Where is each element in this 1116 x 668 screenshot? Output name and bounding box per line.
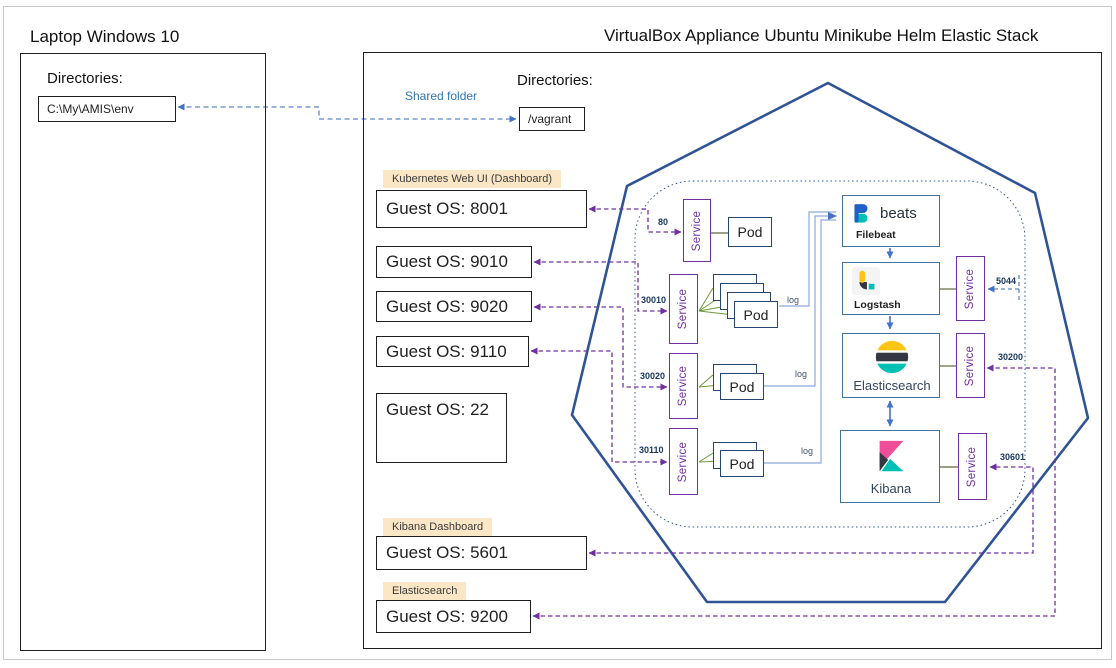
log-line-30110 [764,219,836,464]
pod-dashboard-label: Pod [737,224,763,240]
guest-port-9200-label: Guest OS: 9200 [386,606,508,626]
host-title: Laptop Windows 10 [30,27,180,46]
log-label-1: log [787,295,800,305]
beats-brand: beats [880,205,917,222]
service-30020-label: Service [677,365,690,407]
connector-8001-dashboard [588,205,682,236]
guest-port-8001-label: Guest OS: 8001 [386,199,508,218]
guest-port-5601-label: Guest OS: 5601 [386,543,508,562]
port-30110-label: 30110 [639,445,664,455]
host-path-box: C:\My\AMIS\env [38,96,176,122]
port-5044-label: 5044 [996,276,1017,286]
kibana-dashboard-tag: Kibana Dashboard [383,518,493,536]
vagrant-path: /vagrant [528,112,572,126]
kibana-name: Kibana [870,481,912,496]
filebeat-name: Filebeat [856,229,896,241]
pod-stack-b-front: Pod [720,373,764,400]
service-logstash-label: Service [964,268,977,309]
service-30010: Service [669,274,698,344]
guest-port-9200: Guest OS: 9200 [376,600,531,633]
vagrant-box: /vagrant [519,107,585,131]
guest-port-9020-label: Guest OS: 9020 [386,296,508,316]
service-dashboard: Service [683,199,711,262]
elasticsearch-logo-icon [875,340,909,374]
elasticsearch-name: Elasticsearch [853,378,931,393]
logstash-logo-icon [851,266,881,296]
service-logstash: Service [956,256,985,321]
logstash-name: Logstash [854,299,901,311]
service-elasticsearch-label: Service [964,345,977,386]
guest-port-9110-label: Guest OS: 9110 [386,341,507,361]
log-line-30010 [779,211,836,307]
service-kibana-label: Service [966,446,979,487]
guest-port-9020: Guest OS: 9020 [376,291,532,322]
guest-port-8001: Guest OS: 8001 [376,190,587,228]
page-frame [3,6,1112,660]
elasticsearch-tag: Elasticsearch [383,582,467,600]
vm-title: VirtualBox Appliance Ubuntu Minikube Hel… [604,26,1039,45]
port-30010-label: 30010 [641,295,667,305]
log-line-30020 [764,212,837,387]
port-30200-label: 30200 [998,352,1024,362]
pod-stack-b-label: Pod [729,378,755,395]
service-30110-label: Service [677,441,690,482]
port-30020-label: 30020 [640,371,666,381]
filebeat-box: beats Filebeat [842,195,940,247]
guest-port-9110: Guest OS: 9110 [376,336,529,367]
fan-30010-pods [698,287,735,316]
guest-port-5601: Guest OS: 5601 [376,536,587,570]
vm-box [363,52,1102,649]
log-label-2: log [795,369,808,379]
connector-shared-folder [177,103,517,123]
host-box [20,53,266,651]
service-30020: Service [669,353,698,419]
guest-port-9010-label: Guest OS: 9010 [386,252,508,271]
log-label-3: log [801,446,814,456]
guest-port-22-label: Guest OS: 22 [386,400,489,419]
vm-directories-label: Directories: [517,72,593,89]
beats-logo-icon [854,204,868,223]
guest-port-22: Guest OS: 22 [376,393,507,463]
kibana-logo-icon [879,440,904,472]
kibana-box: Kibana [840,430,940,503]
logstash-box: Logstash [842,262,940,315]
elasticsearch-box: Elasticsearch [842,333,940,398]
connector-9200-elasticsearch [532,364,1056,620]
pod-stack-a-front: Pod [734,301,778,328]
port-80-label: 80 [658,217,669,227]
pod-dashboard: Pod [728,217,772,247]
host-directories-label: Directories: [47,70,123,87]
service-dashboard-label: Service [691,210,704,251]
pod-stack-a-label: Pod [743,306,769,323]
kubernetes-dashboard-tag: Kubernetes Web UI (Dashboard) [383,170,561,188]
pod-stack-c-label: Pod [729,455,755,472]
service-kibana: Service [958,433,987,500]
service-elasticsearch: Service [956,333,985,398]
host-path: C:\My\AMIS\env [47,102,134,116]
shared-folder-label: Shared folder [405,89,478,103]
pod-stack-c-front: Pod [720,450,764,477]
service-30010-label: Service [677,288,690,330]
guest-port-9010: Guest OS: 9010 [376,246,532,278]
port-30601-label: 30601 [1000,452,1026,462]
service-30110: Service [669,428,698,495]
